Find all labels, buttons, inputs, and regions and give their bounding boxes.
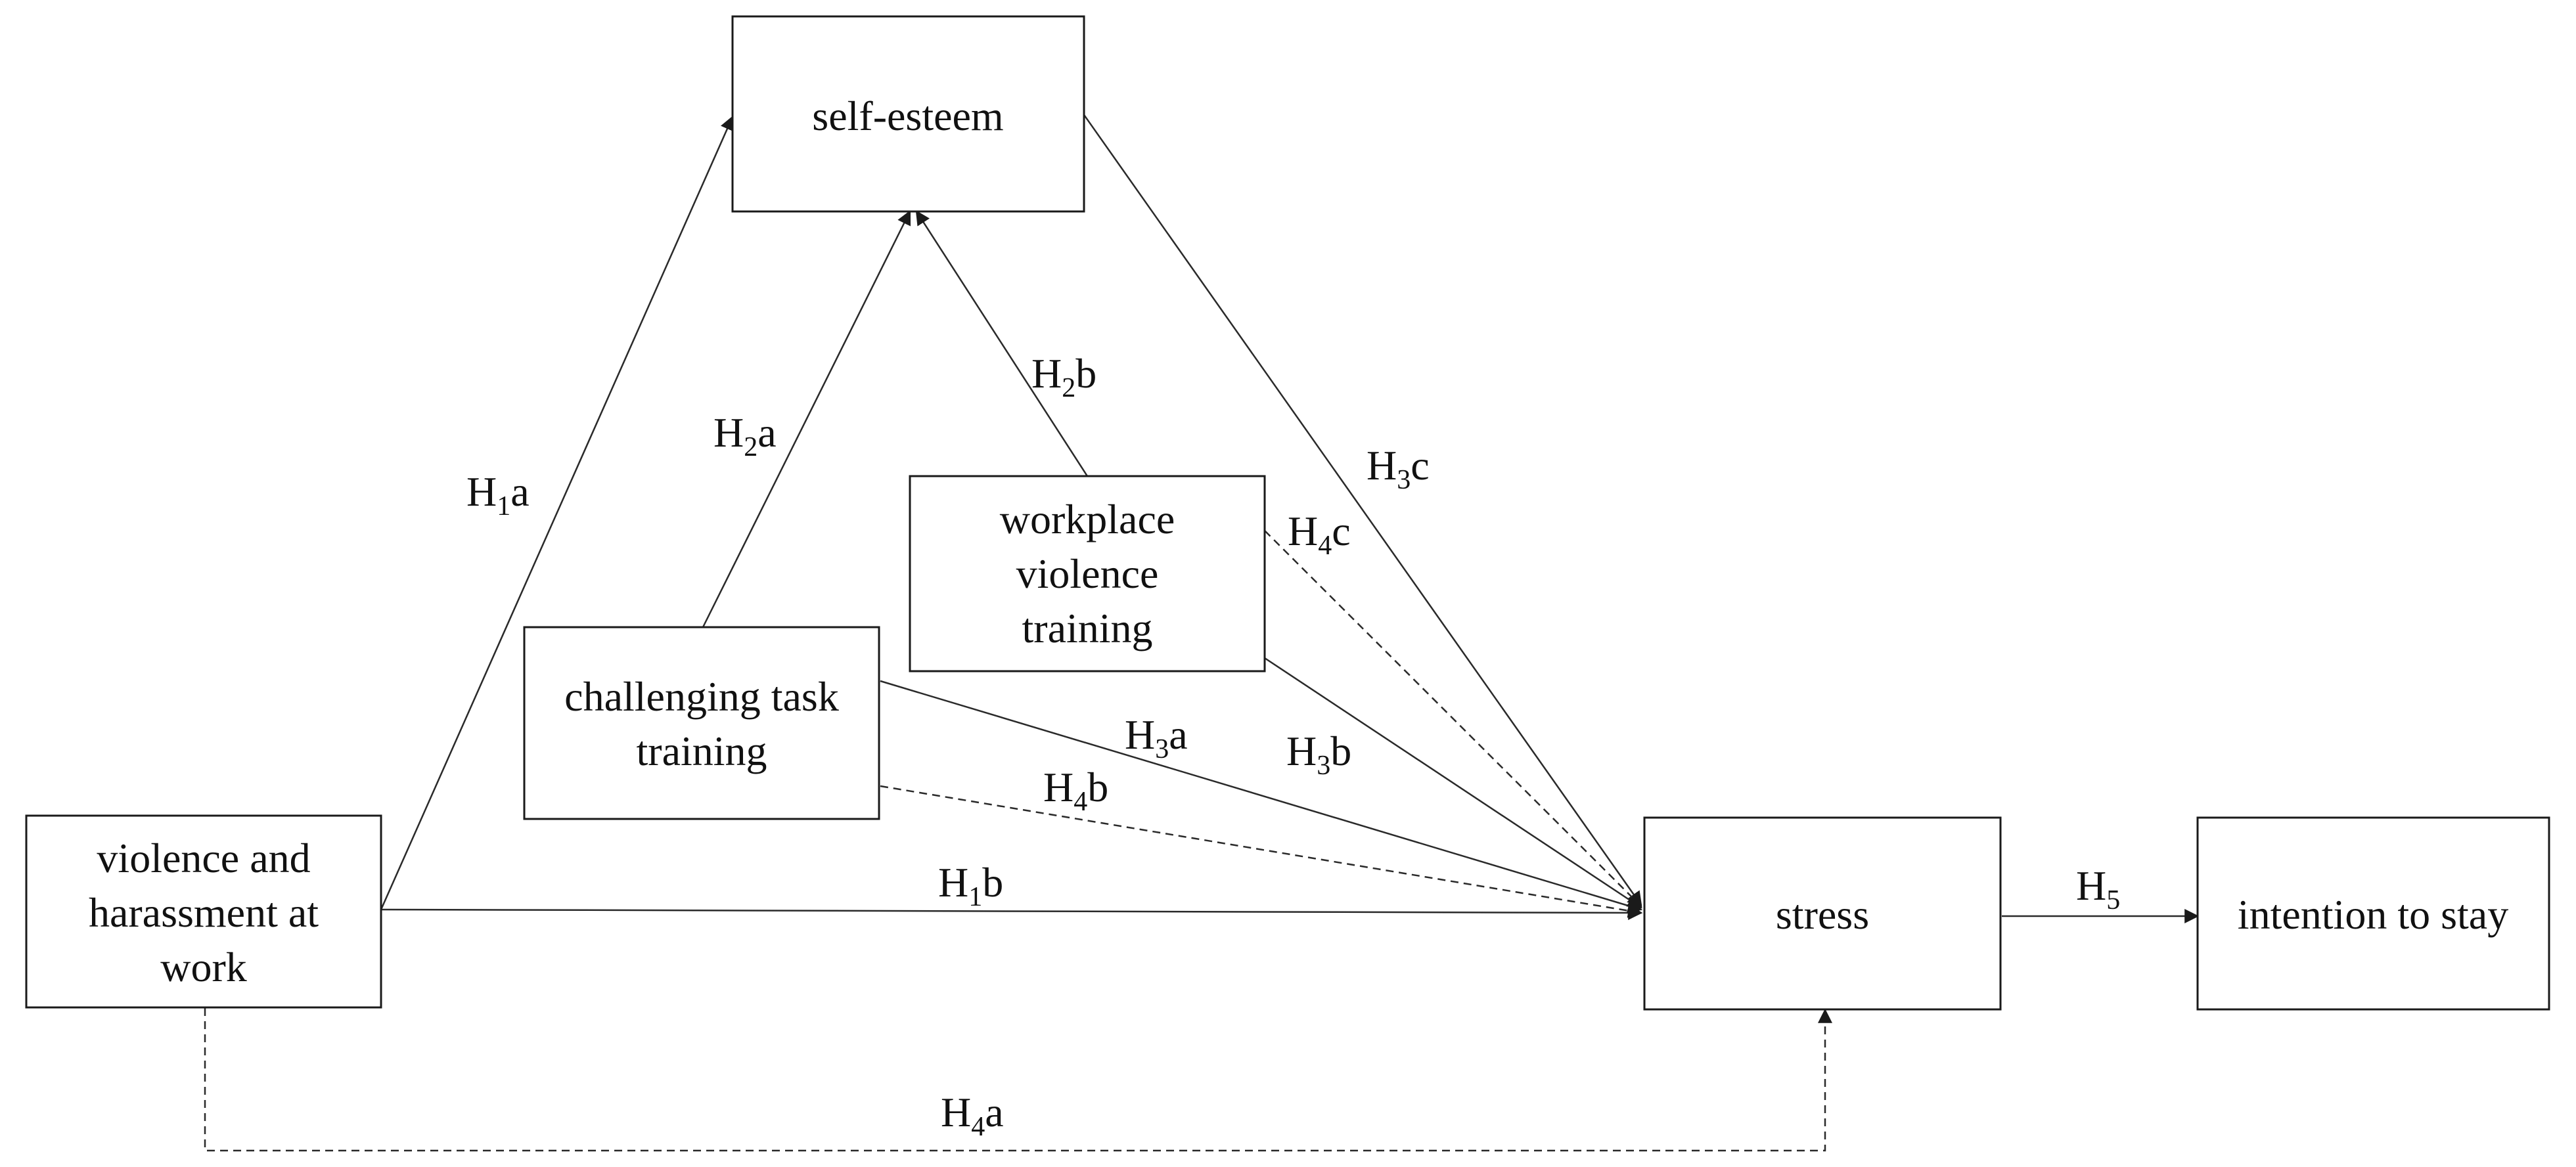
node-self-esteem-label: self-esteem bbox=[812, 93, 1003, 139]
edge-h2b bbox=[915, 210, 1089, 477]
label-h2a: H2a bbox=[713, 409, 777, 462]
node-violence-harassment: violence and harassment at work bbox=[25, 814, 382, 1009]
node-stress-label: stress bbox=[1776, 891, 1869, 938]
label-h4b: H4b bbox=[1043, 764, 1108, 817]
node-challenging-label-line-2: training bbox=[636, 728, 767, 774]
label-h4c: H4c bbox=[1288, 508, 1351, 561]
label-h4a: H4a bbox=[941, 1089, 1004, 1142]
edge-h2a bbox=[702, 210, 911, 628]
edge-h4b bbox=[880, 785, 1643, 918]
edge-h3b bbox=[1264, 657, 1642, 909]
edge-h3a bbox=[880, 680, 1643, 913]
node-workplace-violence-training: workplace violence training bbox=[909, 475, 1266, 672]
node-stress: stress bbox=[1643, 816, 2002, 1011]
label-h3c: H3c bbox=[1367, 442, 1430, 495]
node-violence-label-line-2: harassment at bbox=[89, 889, 319, 936]
edge-h1b bbox=[380, 905, 1643, 920]
label-h1b: H1b bbox=[938, 859, 1003, 912]
edge-h1a bbox=[380, 115, 734, 910]
node-violence-label-line-3: work bbox=[160, 944, 247, 990]
node-workplace-label-line-2: violence bbox=[1016, 550, 1159, 597]
node-self-esteem: self-esteem bbox=[731, 15, 1085, 213]
node-intention-label: intention to stay bbox=[2238, 891, 2508, 938]
label-h2b: H2b bbox=[1031, 350, 1096, 403]
node-challenging-task-training: challenging task training bbox=[523, 626, 880, 820]
edge-h4c bbox=[1264, 530, 1642, 908]
label-h1a: H1a bbox=[466, 468, 530, 521]
label-h3b: H3b bbox=[1286, 728, 1351, 781]
label-h5: H5 bbox=[2076, 862, 2120, 915]
node-workplace-label-line-1: workplace bbox=[1000, 496, 1175, 542]
label-h3a: H3a bbox=[1125, 711, 1188, 764]
edge-h3c bbox=[1081, 112, 1642, 906]
node-workplace-label-line-3: training bbox=[1022, 605, 1152, 651]
edge-h4a bbox=[204, 1008, 1832, 1152]
node-intention-to-stay: intention to stay bbox=[2196, 816, 2550, 1011]
node-challenging-label-line-1: challenging task bbox=[564, 673, 839, 720]
node-violence-label-line-1: violence and bbox=[97, 835, 310, 881]
